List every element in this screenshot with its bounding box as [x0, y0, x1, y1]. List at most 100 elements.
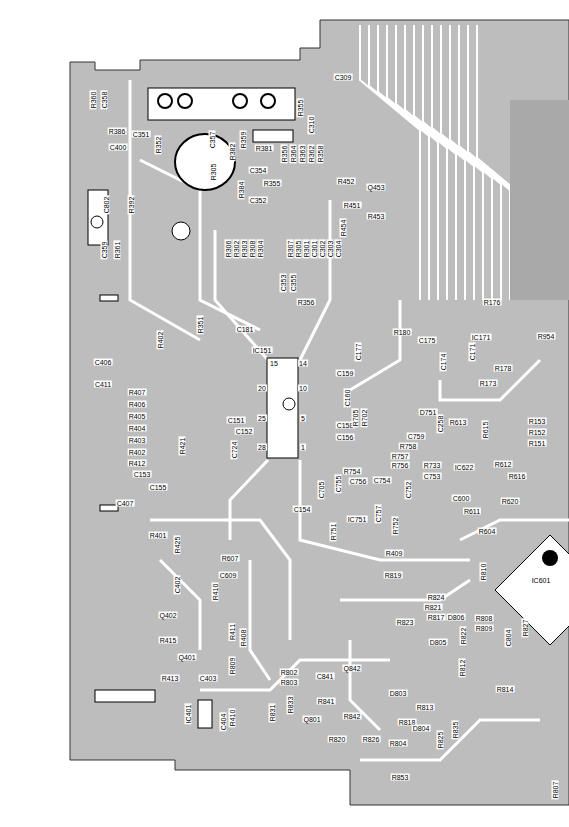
component-label: R612 [494, 461, 513, 468]
component-label: R802 [280, 669, 299, 676]
component-label: C759 [407, 433, 426, 440]
component-label: R180 [393, 329, 412, 336]
resistor-array [253, 130, 293, 142]
component-label: R823 [396, 619, 415, 626]
component-label: C841 [316, 673, 335, 680]
component-label: C407 [116, 500, 135, 507]
component-label: R402 [128, 449, 147, 456]
transistor-pad [158, 94, 172, 108]
component-label: C151 [227, 417, 246, 424]
component-label: R408 [240, 629, 247, 648]
component-label: R809 [475, 625, 494, 632]
component-label: R406 [128, 401, 147, 408]
transistor-row [148, 88, 295, 120]
component-label: R820 [328, 736, 347, 743]
component-label: C609 [219, 572, 238, 579]
component-label: Q453 [366, 184, 385, 191]
component-label: R392 [128, 196, 135, 215]
component-label: C802 [103, 196, 110, 215]
component-label: R153 [528, 418, 547, 425]
component-label: R453 [367, 213, 386, 220]
component-label: C404 [220, 713, 227, 732]
component-label: R825 [437, 731, 444, 750]
component-label: R814 [496, 686, 515, 693]
component-label: C351 [132, 131, 151, 138]
component-label: R355 [297, 99, 304, 118]
component-label: R381 [255, 145, 274, 152]
component-label: 25 [257, 415, 267, 422]
component-label: R173 [479, 380, 498, 387]
component-label: R808 [475, 615, 494, 622]
component-label: C171 [469, 343, 476, 362]
component-label: C181 [236, 326, 255, 333]
component-label: R841 [317, 698, 336, 705]
component-label: Q401 [177, 654, 196, 661]
component-label: R615 [482, 421, 489, 440]
mounting-oval [175, 134, 235, 190]
component-label: D751 [419, 409, 438, 416]
component-label: R827 [522, 619, 529, 638]
component-label: C354 [249, 167, 268, 174]
component-label: 15 [269, 360, 279, 367]
component-label: C303 [327, 240, 334, 259]
component-label: R756 [391, 462, 410, 469]
component-label: 28 [257, 444, 267, 451]
component-label: C755 [335, 475, 342, 494]
transistor-pad [178, 94, 192, 108]
component-label: D803 [389, 690, 408, 697]
component-label: R804 [389, 740, 408, 747]
component-label: R451 [343, 202, 362, 209]
component-label: C600 [452, 495, 471, 502]
component-label: R352 [155, 136, 162, 155]
component-label: C258 [437, 415, 444, 434]
component-label: C804 [505, 629, 512, 648]
component-label: C160 [344, 389, 351, 408]
component-label: C175 [418, 337, 437, 344]
component-label: C174 [440, 353, 447, 372]
component-label: IC151 [252, 347, 273, 354]
component-label: C357 [209, 131, 216, 150]
component-label: R809 [229, 657, 236, 676]
component-label: IC622 [454, 464, 475, 471]
component-label: R176 [483, 299, 502, 306]
transistor-pad [233, 94, 247, 108]
ic-body [198, 700, 212, 728]
component-label: R358 [317, 145, 324, 164]
component-label: C153 [133, 471, 152, 478]
component-label: C154 [293, 506, 312, 513]
component-label: R611 [463, 508, 481, 515]
component-label: R813 [416, 704, 435, 711]
component-label: R362 [308, 145, 315, 164]
component-label: R402 [157, 331, 164, 350]
component-label: C411 [94, 381, 112, 388]
component-label: R807 [552, 781, 559, 800]
component-label: R412 [128, 460, 147, 467]
component-label: R410 [229, 709, 236, 728]
component-label: R954 [537, 333, 556, 340]
component-label: R702 [361, 409, 368, 428]
component-label: R401 [149, 532, 168, 539]
component-label: R151 [528, 440, 547, 447]
component-label: C309 [334, 74, 353, 81]
component-label: Q402 [158, 612, 177, 619]
component-label: C753 [423, 473, 442, 480]
component-label: R821 [424, 604, 443, 611]
component-label: 20 [257, 385, 267, 392]
component-label: R415 [159, 637, 178, 644]
component-label: 1 [300, 444, 306, 451]
component-label: R361 [114, 241, 121, 260]
component-label: 10 [298, 385, 308, 392]
component-label: C752 [405, 481, 412, 500]
component-label: R826 [362, 736, 381, 743]
ground-plane [510, 100, 569, 300]
ic-notch [283, 398, 295, 410]
component-label: R305 [210, 163, 217, 182]
component-label: R304 [257, 240, 264, 259]
component-label: R384 [238, 181, 245, 200]
component-label: R308 [249, 240, 256, 259]
component-label: R421 [179, 437, 186, 456]
component-label: R386 [108, 128, 127, 135]
ic-body [267, 358, 298, 458]
component-label: R351 [197, 316, 204, 335]
